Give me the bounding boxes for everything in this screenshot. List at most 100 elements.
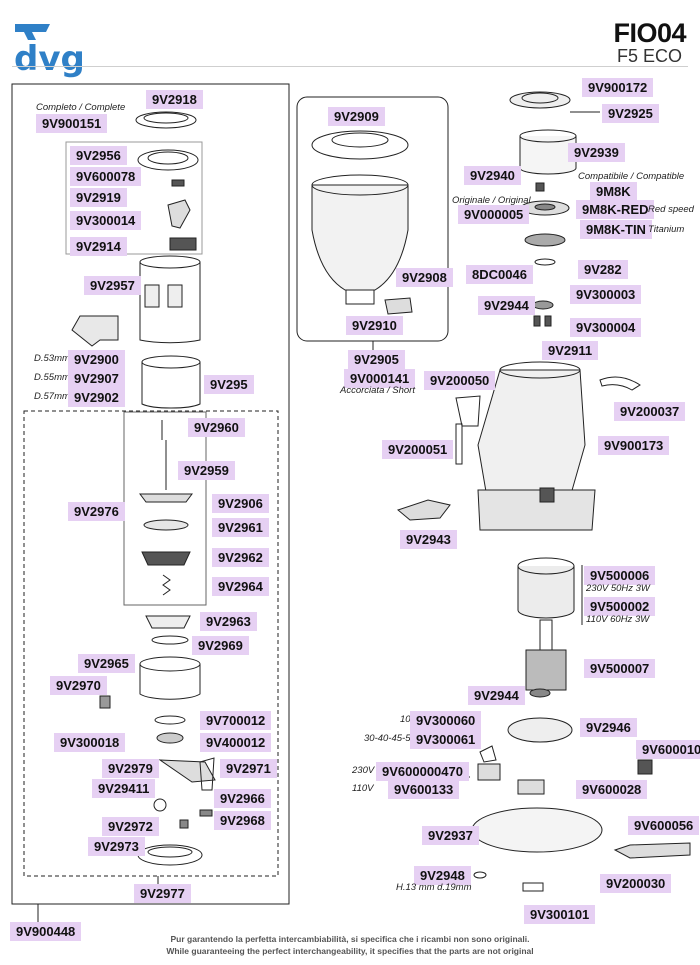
part-label-9V900151: 9V900151 bbox=[36, 114, 108, 133]
part-label-9V2962: 9V2962 bbox=[212, 548, 269, 567]
part-clip bbox=[171, 179, 185, 187]
note-230v-50hz: 230V 50Hz 3W bbox=[586, 583, 650, 594]
part-label-9M8K-TIN: 9M8K-TIN bbox=[580, 220, 652, 239]
part-base-plate bbox=[471, 807, 603, 853]
part-label-9V2965: 9V2965 bbox=[78, 654, 135, 673]
part-label-9V2948: 9V2948 bbox=[414, 866, 471, 885]
part-label-9V500007: 9V500007 bbox=[584, 659, 656, 678]
part-label-9V2977: 9V2977 bbox=[134, 884, 191, 903]
part-label-9V600056: 9V600056 bbox=[628, 816, 700, 835]
part-label-9V900172: 9V900172 bbox=[582, 78, 654, 97]
part-rotor bbox=[145, 615, 191, 629]
part-label-9V300101: 9V300101 bbox=[524, 905, 596, 924]
part-label-9V2943: 9V2943 bbox=[400, 530, 457, 549]
note-d55: D.55mm bbox=[34, 372, 70, 383]
part-seal bbox=[154, 715, 186, 725]
part-plate-top bbox=[455, 395, 481, 427]
part-label-9V2914: 9V2914 bbox=[70, 237, 127, 256]
part-grub-2 bbox=[544, 315, 552, 327]
part-star-wheel bbox=[139, 493, 193, 503]
part-hopper-lid bbox=[311, 130, 409, 160]
part-label-9V300003: 9V300003 bbox=[570, 285, 642, 304]
note-short: Accorciata / Short bbox=[340, 385, 415, 396]
part-label-9V500006: 9V500006 bbox=[584, 566, 656, 585]
note-d57: D.57mm bbox=[34, 391, 70, 402]
part-label-9V2919: 9V2919 bbox=[70, 188, 127, 207]
model-variant: F5 ECO bbox=[616, 46, 682, 66]
part-label-9V600078: 9V600078 bbox=[70, 167, 142, 186]
brand-text: dvg bbox=[14, 39, 85, 78]
part-clip-right bbox=[599, 376, 641, 391]
note-110v-60hz: 110V 60Hz 3W bbox=[586, 614, 650, 625]
part-label-9V600010: 9V600010 bbox=[636, 740, 700, 759]
part-label-9V600000470: 9V600000470 bbox=[376, 762, 469, 781]
part-label-9V900173: 9V900173 bbox=[598, 436, 670, 455]
part-label-9V2918: 9V2918 bbox=[146, 90, 203, 109]
part-label-9V2973: 9V2973 bbox=[88, 837, 145, 856]
part-label-9V400012: 9V400012 bbox=[200, 733, 272, 752]
note-30-40-45-55: 30-40-45-55 bbox=[364, 733, 416, 744]
note-compatible: Compatibile / Compatible bbox=[578, 171, 685, 182]
part-label-9V900448: 9V900448 bbox=[10, 922, 82, 941]
part-label-9V2957: 9V2957 bbox=[84, 276, 141, 295]
part-bearing-top bbox=[532, 300, 554, 310]
part-clamp bbox=[479, 745, 497, 763]
note-titanium: Titanium bbox=[648, 224, 685, 235]
part-spring bbox=[162, 574, 171, 596]
part-dosing-cylinder bbox=[139, 262, 201, 344]
part-label-9V2905: 9V2905 bbox=[348, 350, 405, 369]
part-label-9V2960: 9V2960 bbox=[188, 418, 245, 437]
part-label-9V2908: 9V2908 bbox=[396, 268, 453, 287]
part-washer bbox=[151, 635, 189, 645]
part-label-9V2944-top: 9V2944 bbox=[478, 296, 535, 315]
part-label-9V600133: 9V600133 bbox=[388, 780, 460, 799]
part-motor-stator bbox=[517, 566, 575, 619]
part-label-9V2907: 9V2907 bbox=[68, 369, 125, 388]
part-label-9V2971: 9V2971 bbox=[220, 759, 277, 778]
part-label-9V200050: 9V200050 bbox=[424, 371, 496, 390]
part-switch bbox=[637, 759, 653, 775]
lid-parts-frame bbox=[65, 141, 203, 255]
part-sleeve bbox=[141, 362, 201, 409]
part-lower-burr bbox=[524, 233, 566, 247]
part-screw bbox=[199, 809, 213, 817]
part-label-9V700012: 9V700012 bbox=[200, 711, 272, 730]
part-magnet bbox=[99, 695, 111, 709]
part-disc bbox=[143, 519, 189, 531]
part-button bbox=[169, 237, 197, 251]
part-label-9V300004: 9V300004 bbox=[570, 318, 642, 337]
part-ring-chamber bbox=[139, 664, 201, 700]
part-label-9V2902: 9V2902 bbox=[68, 388, 125, 407]
part-label-9V2939: 9V2939 bbox=[568, 143, 625, 162]
part-label-9V2911: 9V2911 bbox=[542, 341, 599, 360]
part-bottom-plate bbox=[137, 844, 203, 866]
footer-note-en: While guaranteeing the perfect interchan… bbox=[166, 946, 534, 956]
part-motor-plate bbox=[507, 717, 573, 743]
part-spout bbox=[396, 499, 451, 521]
part-label-9V2937: 9V2937 bbox=[422, 826, 479, 845]
part-label-9V2909: 9V2909 bbox=[328, 107, 385, 126]
note-h13: H.13 mm d.19mm bbox=[396, 882, 472, 893]
part-key bbox=[535, 182, 545, 192]
part-label-9V300018: 9V300018 bbox=[54, 733, 126, 752]
part-label-9V300061: 9V300061 bbox=[410, 730, 482, 749]
part-label-9V2910: 9V2910 bbox=[346, 316, 403, 335]
part-bearing bbox=[156, 732, 184, 744]
part-spacer bbox=[534, 258, 556, 266]
part-label-8DC0046: 8DC0046 bbox=[466, 265, 533, 284]
note-110v: 110V bbox=[352, 783, 374, 794]
part-dosing-cover bbox=[137, 149, 199, 171]
part-label-9V300060: 9V300060 bbox=[410, 711, 482, 730]
part-label-9V200051: 9V200051 bbox=[382, 440, 454, 459]
part-label-9V2966: 9V2966 bbox=[214, 789, 271, 808]
part-label-9V2946: 9V2946 bbox=[580, 718, 637, 737]
part-hopper bbox=[311, 184, 409, 291]
part-label-9V000141: 9V000141 bbox=[344, 369, 416, 388]
part-grub-1 bbox=[533, 315, 541, 327]
part-label-9V2970: 9V2970 bbox=[50, 676, 107, 695]
note-red-speed: Red speed bbox=[648, 204, 694, 215]
part-cable bbox=[613, 842, 691, 859]
part-label-9V200037: 9V200037 bbox=[614, 402, 686, 421]
part-lid bbox=[135, 111, 197, 129]
